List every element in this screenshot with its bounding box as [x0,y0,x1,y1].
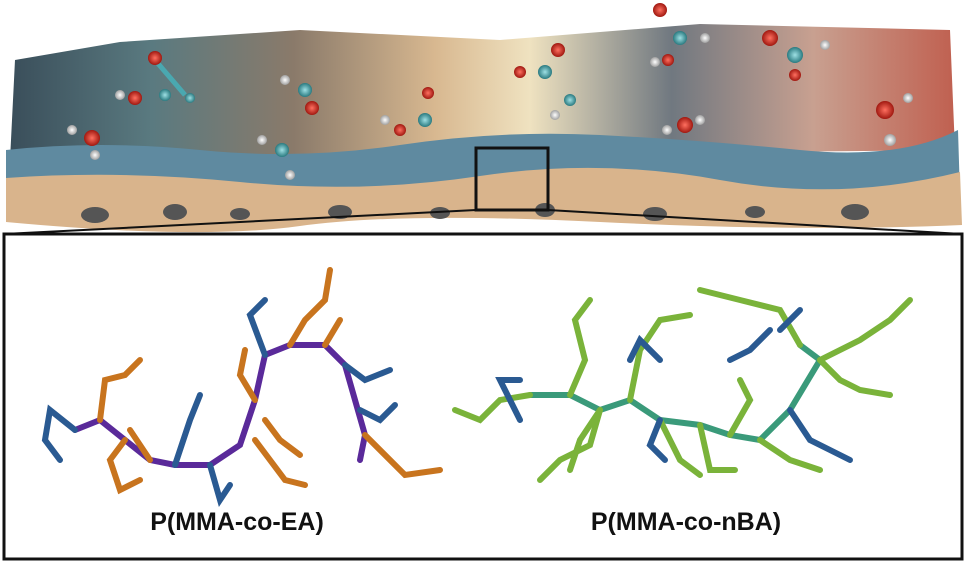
molecule [67,125,100,160]
molecule [115,51,195,105]
nba-side-chains [452,287,913,483]
top-simulation-snapshot [6,3,962,233]
molecule [876,93,913,146]
molecule [650,3,710,67]
molecule [762,30,830,81]
molecule [257,75,319,180]
ea-side-chains [97,267,443,495]
zoom-indicator [2,146,964,561]
detail-panel-frame [2,232,964,561]
polymer-right [452,287,913,483]
mma-side-chains [41,297,398,508]
molecule [380,87,434,136]
left-polymer-label: P(MMA-co-EA) [150,508,324,536]
molecule [514,43,576,120]
solvent-molecules [67,3,913,180]
paint-background [10,24,955,160]
polymer-left [41,267,443,508]
substrate-bumps [81,203,869,223]
mma-side-chains [495,307,853,463]
water-layer [6,130,960,195]
molecule [662,115,705,135]
zoom-box [474,146,550,212]
right-polymer-label: P(MMA-co-nBA) [590,508,782,536]
